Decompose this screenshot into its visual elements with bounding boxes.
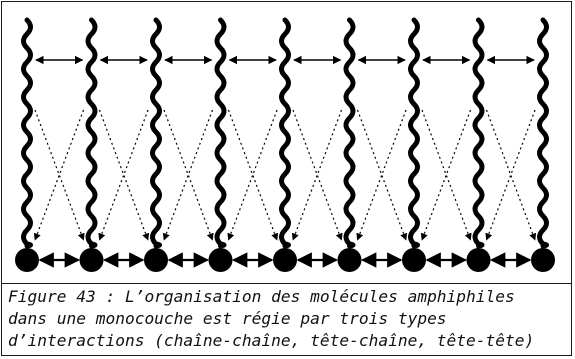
- head-chain-arrow-a-3: [163, 109, 214, 241]
- polar-head-8: [466, 248, 491, 272]
- head-chain-arrow-b-5: [291, 109, 343, 241]
- chain-9: [537, 17, 549, 249]
- chain-5: [279, 17, 291, 249]
- head-chain-arrow-a-8: [485, 109, 537, 241]
- head-chain-arrow-a-7: [421, 109, 472, 241]
- polar-head-4: [208, 248, 233, 272]
- polar-head-1: [15, 248, 39, 272]
- head-chain-arrow-b-2: [98, 109, 149, 241]
- chain-2: [85, 17, 98, 249]
- chain-8: [472, 17, 485, 249]
- chain-3: [150, 17, 162, 249]
- polar-head-6: [337, 248, 362, 272]
- caption-line-1: Figure 43 : L’organisation des molécules…: [8, 287, 515, 306]
- head-chain-arrow-b-3: [162, 109, 214, 241]
- polar-head-9: [531, 248, 555, 272]
- head-chain-arrow-a-2: [98, 109, 150, 241]
- polar-heads: [15, 248, 555, 272]
- chain-1: [21, 17, 33, 249]
- polar-head-2: [79, 248, 104, 272]
- head-chain-arrow-b-1: [33, 109, 85, 241]
- caption-line-2: dans une monocouche est régie par trois …: [8, 309, 447, 328]
- head-chain-arrow-b-6: [356, 109, 407, 241]
- chain-6: [343, 17, 356, 249]
- head-chain-interactions: [33, 109, 537, 241]
- figure-caption: Figure 43 : L’organisation des molécules…: [8, 286, 567, 352]
- head-chain-arrow-a-5: [292, 109, 343, 241]
- chain-7: [408, 17, 420, 249]
- hydrocarbon-chains: [21, 17, 549, 249]
- polar-head-7: [402, 248, 426, 272]
- head-chain-arrow-a-1: [34, 109, 85, 241]
- polar-head-5: [273, 248, 297, 272]
- chain-4: [214, 17, 227, 249]
- polar-head-3: [144, 248, 168, 272]
- head-chain-arrow-a-6: [356, 109, 408, 241]
- head-chain-arrow-a-4: [227, 109, 279, 241]
- head-chain-arrow-b-8: [485, 109, 536, 241]
- head-chain-arrow-b-4: [227, 109, 278, 241]
- head-chain-arrow-b-7: [420, 109, 472, 241]
- monolayer-svg: [15, 17, 555, 272]
- caption-line-3: d’interactions (chaîne-chaîne, tête-chaî…: [8, 331, 535, 350]
- monolayer-diagram: [2, 2, 571, 284]
